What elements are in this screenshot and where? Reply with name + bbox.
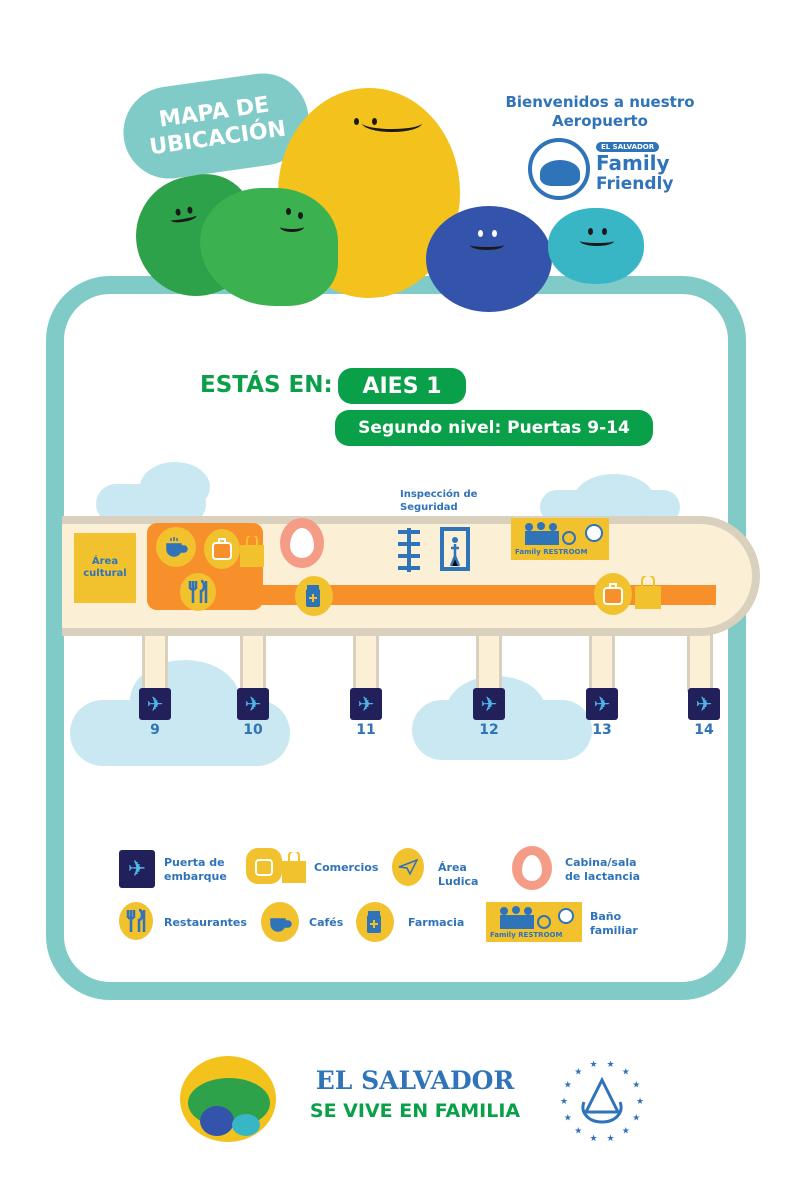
star-icon: ★ [590,1134,598,1142]
airplane-icon: ✈ [695,692,713,716]
level-badge: Segundo nivel: Puertas 9-14 [335,410,653,446]
gate-number: 10 [243,722,263,738]
shopping-bag-icon[interactable] [633,574,663,610]
teal-character [548,208,644,284]
gate-number: 13 [592,722,612,738]
pier [687,634,713,692]
cultural-area: Área cultural [74,533,136,603]
family-restroom-icon: Family RESTROOM [486,902,582,942]
coffee-icon[interactable] [156,527,196,567]
security-scanner-icon [396,526,476,572]
star-icon: ★ [574,1127,582,1137]
star-icon: ★ [636,1097,644,1107]
family-restroom-sign[interactable]: Family RESTROOM [511,518,609,560]
welcome-text: Bienvenidos a nuestro Aeropuerto [505,93,695,130]
star-icon: ★ [606,1060,614,1070]
star-icon: ★ [564,1113,572,1123]
milk-drop-icon [512,846,552,890]
gate-number: 9 [150,722,160,738]
footer-slogan: SE VIVE EN FAMILIA [309,1100,521,1122]
legend-label: Cabina/sala de lactancia [565,856,641,883]
pier [589,634,615,692]
pier [142,634,168,692]
utensils-icon[interactable] [180,573,216,611]
logo-friendly: Friendly [596,174,674,194]
blue-character [426,206,552,312]
lactation-room-icon[interactable] [280,518,324,568]
gate-10[interactable]: ✈ [237,688,269,720]
airplane-icon: ✈ [357,692,375,716]
star-icon: ★ [564,1081,572,1091]
logo-kicker: EL SALVADOR [596,142,660,152]
gate-9[interactable]: ✈ [139,688,171,720]
legend-label: Área Ludica [438,861,479,888]
family-friendly-logo: EL SALVADOR Family Friendly [528,138,678,200]
legend-label: Puerta de embarque [164,856,227,883]
main-corridor [220,585,716,605]
pier [353,634,379,692]
cloud [574,474,654,524]
gate-14[interactable]: ✈ [688,688,720,720]
luggage-icon[interactable] [204,529,240,569]
gate-11[interactable]: ✈ [350,688,382,720]
shopping-icon [246,848,282,884]
footer-title: EL SALVADOR [315,1066,515,1095]
legend-label: Restaurantes [164,916,247,929]
star-icon: ★ [590,1060,598,1070]
pharmacy-icon[interactable] [295,576,333,616]
legend-label: Comercios [314,861,379,874]
restroom-sign-text: Family RESTROOM [515,548,588,556]
legend-label: Farmacia [408,916,465,929]
coffee-icon [261,902,299,942]
map-title: MAPA DE UBICACIÓN [147,92,288,161]
coat-of-arms-icon: ★★★★★★★★★★★★★★ [560,1058,644,1144]
star-icon: ★ [574,1067,582,1077]
green-heart-character-2 [200,188,338,306]
family-circle-icon [528,138,590,200]
terminal-badge: AIES 1 [338,368,466,404]
gate-number: 12 [479,722,499,738]
airplane-icon: ✈ [593,692,611,716]
star-icon: ★ [632,1113,640,1123]
luggage-icon[interactable] [594,573,632,615]
security-label: Inspección de Seguridad [400,489,478,513]
paper-plane-icon [392,848,424,886]
shopping-bag-icon[interactable] [238,534,266,568]
star-icon: ★ [606,1134,614,1142]
gate-13[interactable]: ✈ [586,688,618,720]
airplane-icon: ✈ [146,692,164,716]
airplane-icon: ✈ [244,692,262,716]
star-icon: ★ [560,1097,568,1107]
gate-12[interactable]: ✈ [473,688,505,720]
family-characters-logo [180,1056,276,1142]
pier [476,634,502,692]
restroom-sign-text: Family RESTROOM [490,931,563,939]
airplane-icon: ✈ [480,692,498,716]
star-icon: ★ [622,1067,630,1077]
pier [240,634,266,692]
gate-number: 14 [694,722,714,738]
star-icon: ★ [622,1127,630,1137]
utensils-icon [119,902,153,940]
legend-label: Cafés [309,916,344,929]
location-prefix: ESTÁS EN: [200,372,333,398]
shopping-bag-icon [280,850,308,884]
legend-label: Baño familiar [590,910,638,937]
pharmacy-icon [356,902,394,942]
gate-number: 11 [356,722,376,738]
airplane-icon: ✈ [119,850,155,888]
cultural-area-label: Área cultural [83,556,127,579]
cloud [140,462,210,512]
star-icon: ★ [632,1081,640,1091]
logo-family: Family [596,151,670,175]
